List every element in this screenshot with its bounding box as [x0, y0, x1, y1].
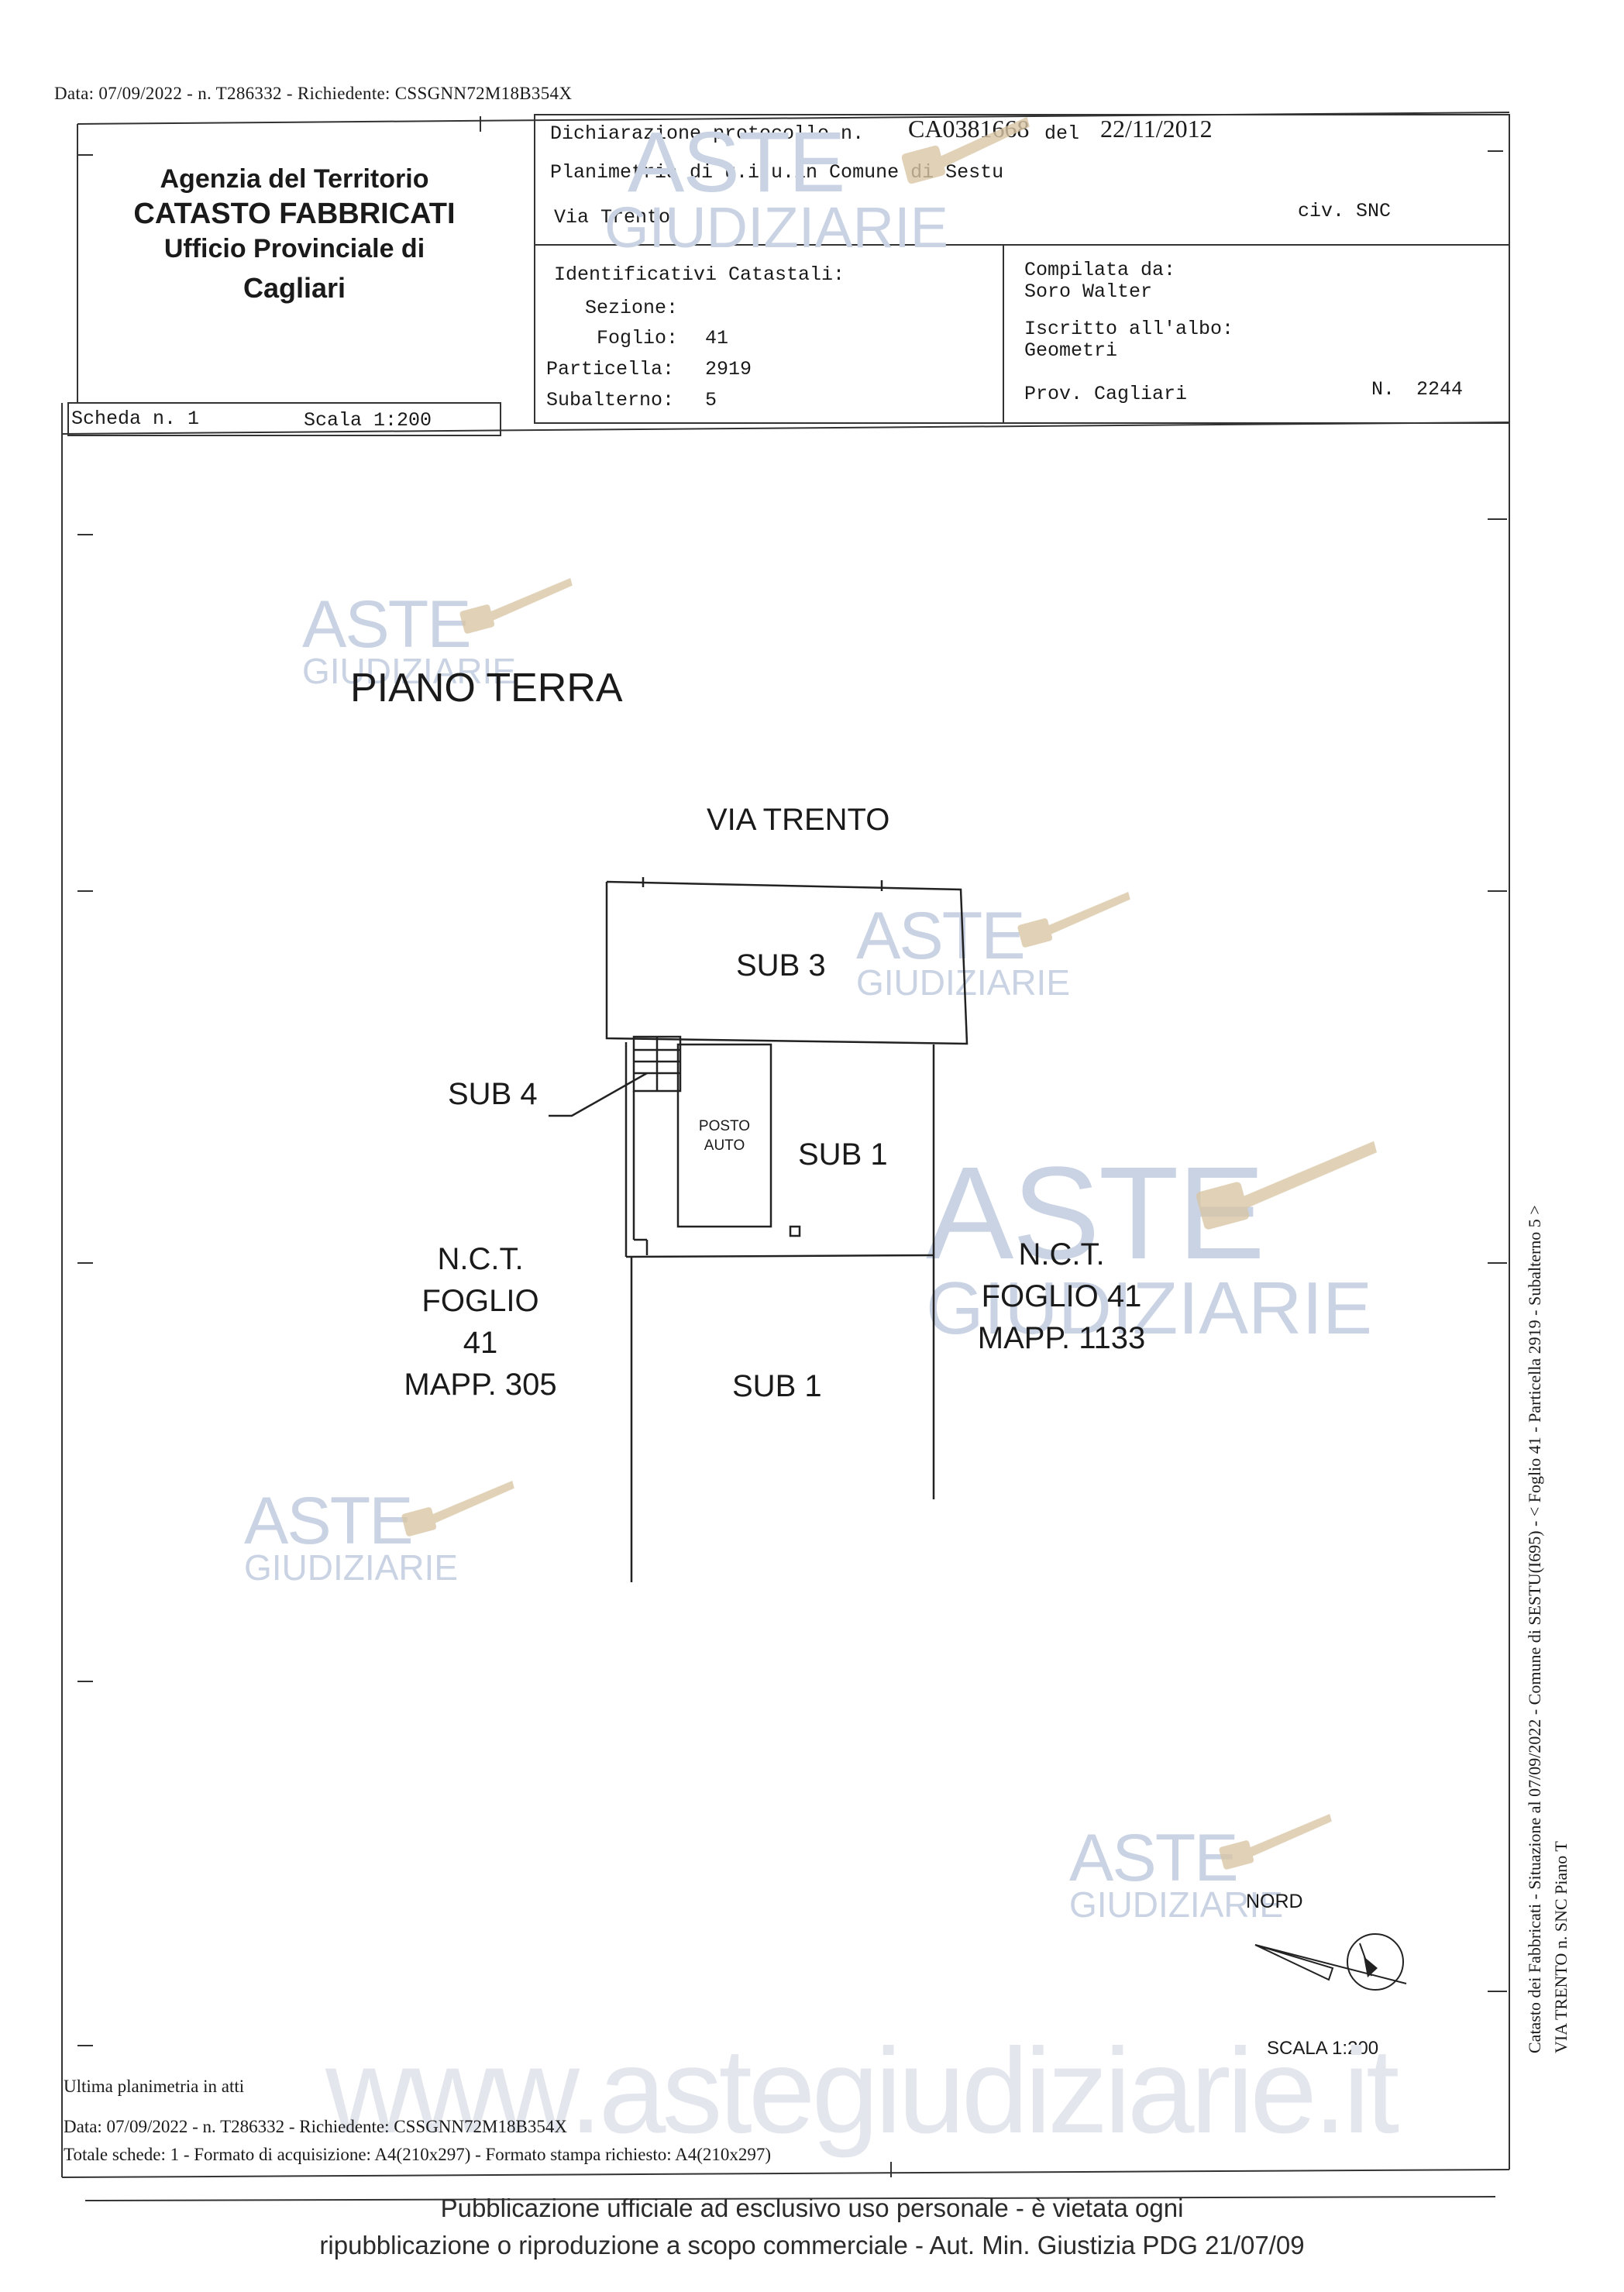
del-label: del — [1044, 122, 1080, 145]
right-parcel-label: N.C.T. FOGLIO 41 MAPP. 1133 — [977, 1237, 1146, 1355]
gavel-icon — [901, 116, 1030, 184]
watermark-3: ASTE GIUDIZIARIE — [926, 1140, 1373, 1350]
foglio-label: Foglio: — [597, 327, 679, 349]
north-arrow-icon — [1254, 1933, 1407, 1991]
planimetria-line: Planimetria di u.i.u.in Comune di Sestu — [550, 161, 1004, 184]
civico: civ. SNC — [1298, 200, 1392, 222]
identificativi-title: Identificativi Catastali: — [554, 263, 845, 286]
side-situation-text: Catasto dei Fabbricati - Situazione al 0… — [1525, 1205, 1544, 2053]
watermark-1: ASTE GIUDIZIARIE — [302, 587, 517, 692]
left-parcel-label: N.C.T. FOGLIO 41 MAPP. 305 — [404, 1242, 557, 1402]
albo-n-label: N. — [1371, 378, 1395, 401]
gavel-icon — [459, 578, 573, 634]
sezione-label: Sezione: — [585, 297, 679, 319]
foglio-value: 41 — [705, 327, 729, 349]
sub1-upper-label: SUB 1 — [798, 1137, 888, 1172]
top-request-meta: Data: 07/09/2022 - n. T286332 - Richiede… — [54, 84, 573, 103]
publication-notice: Pubblicazione ufficiale ad esclusivo uso… — [319, 2194, 1305, 2259]
watermark-5: ASTE GIUDIZIARIE — [1069, 1821, 1284, 1925]
via-line: Via Trento — [554, 206, 671, 229]
plan-scale-label: SCALA 1:200 — [1267, 2038, 1379, 2059]
albo-value: Geometri — [1024, 339, 1118, 362]
agency-name: Agenzia del Territorio — [160, 164, 429, 194]
nord-label: NORD — [1246, 1891, 1303, 1912]
agency-block: Agenzia del Territorio CATASTO FABBRICAT… — [101, 163, 488, 305]
particella-label: Particella: — [546, 358, 675, 380]
sub4-label: SUB 4 — [448, 1077, 538, 1111]
catasto-title: CATASTO FABBRICATI — [133, 197, 456, 230]
compilata-label: Compilata da: — [1024, 259, 1176, 281]
sub1-lower-label: SUB 1 — [732, 1369, 822, 1403]
ufficio-city: Cagliari — [243, 271, 346, 304]
footer-data: Data: 07/09/2022 - n. T286332 - Richiede… — [64, 2117, 567, 2136]
particella-value: 2919 — [705, 358, 752, 380]
gavel-icon — [401, 1481, 514, 1537]
gavel-icon — [1017, 892, 1130, 948]
watermark-header: ASTE GIUDIZIARIE — [604, 115, 949, 260]
watermark-4: ASTE GIUDIZIARIE — [244, 1484, 459, 1588]
gavel-icon — [1196, 1141, 1377, 1230]
sub3-label: SUB 3 — [736, 948, 826, 983]
side-address-text: VIA TRENTO n. SNC Piano T — [1551, 1841, 1571, 2053]
plan-title: PIANO TERRA — [350, 666, 623, 711]
street-label: VIA TRENTO — [707, 803, 890, 837]
provincia: Prov. Cagliari — [1024, 383, 1188, 405]
protocollo-date: 22/11/2012 — [1100, 115, 1213, 143]
scheda-scale: Scala 1:200 — [304, 409, 432, 432]
gavel-icon — [1219, 1814, 1332, 1870]
scheda-label: Scheda n. 1 — [71, 408, 200, 430]
watermark-2: ASTE GIUDIZIARIE — [856, 899, 1071, 1003]
subalterno-label: Subalterno: — [546, 389, 675, 411]
posto-auto-label: POSTO AUTO — [698, 1118, 751, 1154]
ultima-planimetria: Ultima planimetria in atti — [64, 2077, 245, 2096]
albo-number: 2244 — [1416, 378, 1464, 401]
dichiarazione-label: Dichiarazione protocollo n. — [550, 122, 865, 145]
iscritto-label: Iscritto all'albo: — [1024, 318, 1234, 340]
footer-totale: Totale schede: 1 - Formato di acquisizio… — [64, 2145, 772, 2164]
site-watermark: www.astegiudiziarie.it — [325, 2024, 1399, 2159]
subalterno-value: 5 — [705, 389, 717, 411]
compilata-name: Soro Walter — [1024, 280, 1153, 303]
ufficio-label: Ufficio Provinciale di — [163, 234, 425, 263]
